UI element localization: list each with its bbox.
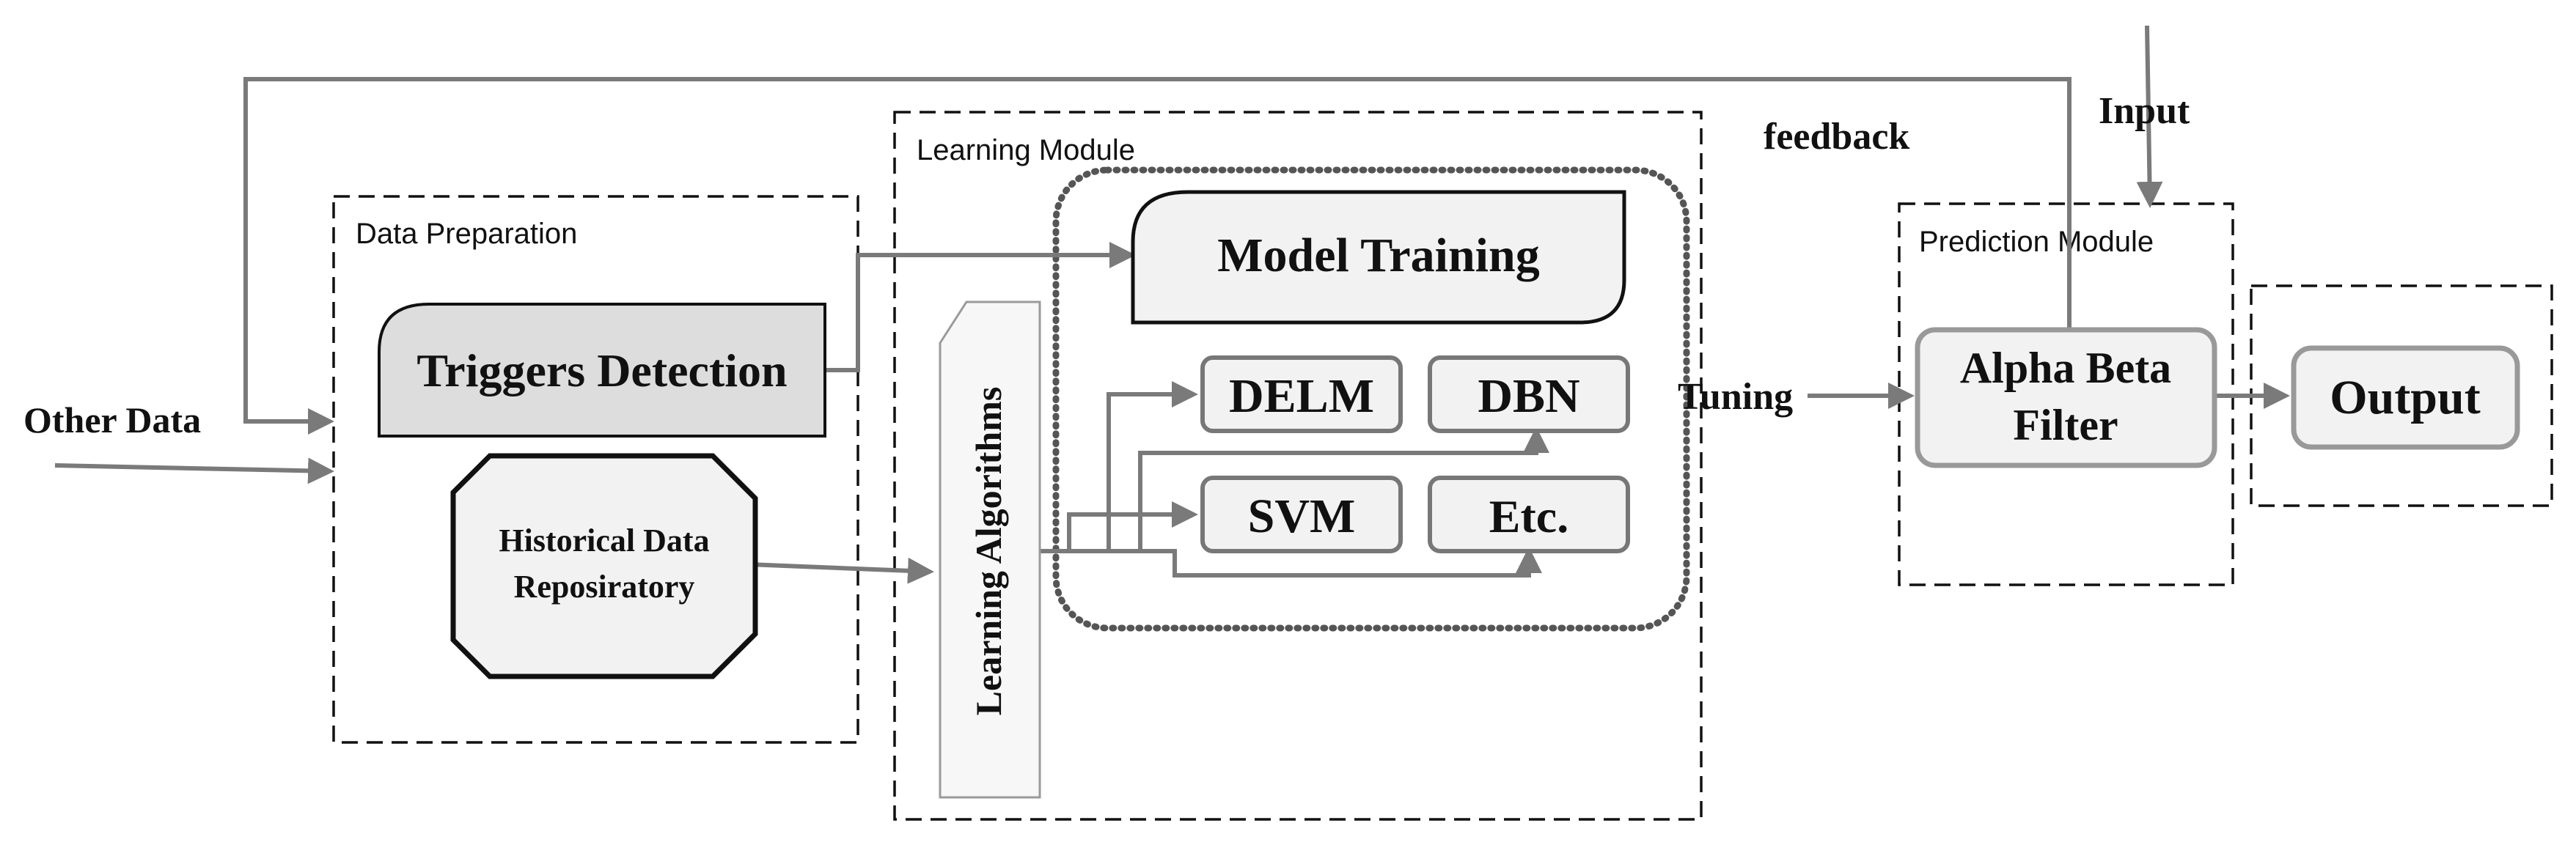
input-arrow	[2136, 25, 2163, 208]
prediction-module-label: Prediction Module	[1919, 226, 2154, 258]
learning-region-dotted	[1052, 166, 1690, 632]
alpha-beta-filter-box	[1915, 327, 2217, 468]
triggers-to-training-arrow	[825, 242, 1136, 372]
etc-text: Etc.	[1489, 490, 1568, 542]
delm-box	[1200, 355, 1403, 433]
data-preparation-label: Data Preparation	[356, 218, 577, 250]
tuning-label: Tuning	[1678, 376, 1793, 418]
learning-module-label: Learning Module	[917, 134, 1135, 166]
learning-algorithms-text: Learning Algorithms	[968, 387, 1009, 716]
dbn-text: DBN	[1478, 369, 1579, 423]
dbn-box	[1428, 355, 1630, 433]
etc-box	[1428, 476, 1630, 553]
input-label: Input	[2099, 90, 2190, 132]
output-box	[2291, 345, 2520, 450]
learning-module-container	[893, 111, 1703, 821]
model-training-text: Model Training	[1217, 229, 1539, 282]
other-data-arrow	[54, 457, 334, 484]
triggers-detection-text: Triggers Detection	[417, 344, 787, 396]
output-text: Output	[2330, 371, 2480, 424]
historical-to-algorithms-arrow	[747, 557, 934, 584]
other-data-label: Other Data	[23, 399, 201, 440]
historical-data-box	[450, 453, 758, 679]
historical-data-text-line1: Historical Data	[499, 523, 709, 558]
svm-box	[1200, 476, 1403, 553]
feedback-label: feedback	[1764, 116, 1909, 158]
svm-text: SVM	[1248, 490, 1356, 543]
learning-algorithms-box	[939, 300, 1041, 799]
triggers-detection-box	[378, 303, 826, 438]
data-preparation-container	[332, 195, 859, 744]
model-training-box	[1131, 190, 1626, 325]
delm-text: DELM	[1229, 369, 1374, 423]
historical-data-text-line2: Reposiratory	[514, 569, 695, 605]
algorithms-to-etc-arrow	[1032, 547, 1542, 578]
alpha-beta-filter-text-line2: Filter	[2013, 401, 2118, 449]
alpha-beta-filter-text-line1: Alpha Beta	[1960, 344, 2171, 392]
feedback-arrow	[243, 77, 2072, 435]
